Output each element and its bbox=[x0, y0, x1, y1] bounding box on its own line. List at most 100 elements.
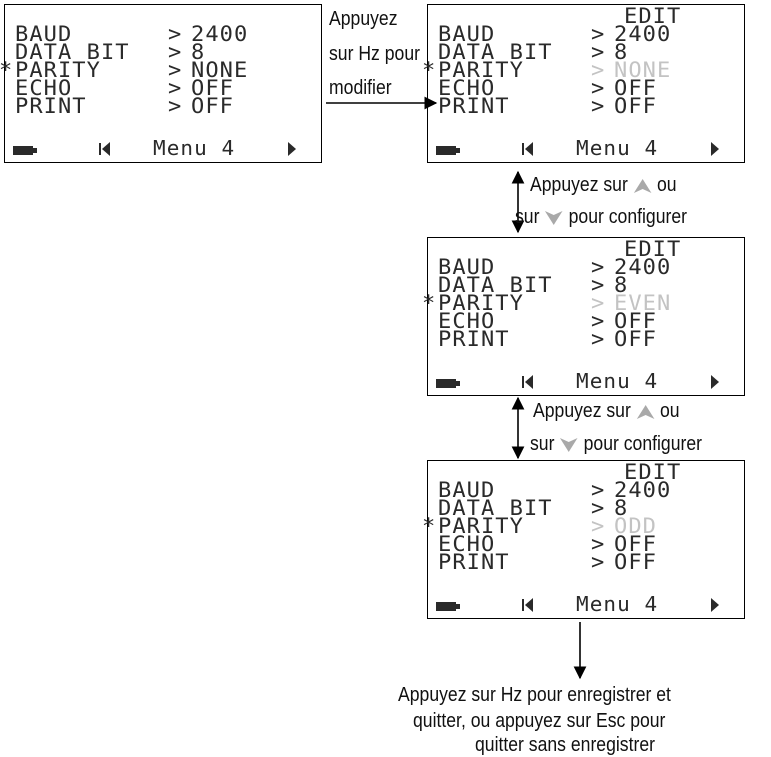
caption-final-2: quitter, ou appuyez sur Esc pour bbox=[413, 710, 666, 732]
row-parity-label: PARITY bbox=[15, 58, 101, 82]
row-databit-label: DATA BIT bbox=[15, 40, 130, 64]
row-arrow: > bbox=[168, 40, 183, 64]
row-parity-value: NONE bbox=[614, 58, 672, 82]
row-baud-label: BAUD bbox=[438, 255, 496, 279]
caption-press-hz-1: Appuyez bbox=[329, 8, 398, 30]
row-databit-label: DATA BIT bbox=[438, 40, 553, 64]
row-print-value: OFF bbox=[191, 94, 234, 118]
menu-footer: Menu 4 bbox=[576, 136, 659, 160]
row-baud-value: 2400 bbox=[614, 255, 672, 279]
caption-text: ou bbox=[659, 400, 680, 422]
row-databit-value: 8 bbox=[614, 496, 629, 520]
row-echo-label: ECHO bbox=[15, 76, 73, 100]
caption-text: pour configurer bbox=[568, 206, 687, 228]
caption-press-hz-3: modifier bbox=[329, 77, 392, 99]
row-arrow: > bbox=[591, 532, 606, 556]
down-arrow-key-icon bbox=[545, 210, 563, 225]
row-parity-label: PARITY bbox=[438, 58, 524, 82]
row-arrow: > bbox=[168, 22, 183, 46]
row-arrow: > bbox=[591, 40, 606, 64]
row-databit-label: DATA BIT bbox=[438, 496, 553, 520]
left-bar bbox=[522, 143, 524, 155]
battery-icon bbox=[436, 602, 460, 611]
row-arrow: > bbox=[591, 309, 606, 333]
selected-marker: * bbox=[0, 58, 14, 82]
caption-configure-2: sur pour configurer bbox=[515, 206, 687, 229]
caption-configure-4: sur pour configurer bbox=[530, 433, 702, 456]
row-arrow: > bbox=[591, 327, 606, 351]
row-baud-label: BAUD bbox=[438, 478, 496, 502]
caption-configure-3: Appuyez sur ou bbox=[533, 400, 680, 423]
selected-marker: * bbox=[422, 291, 437, 315]
lcd-screen-edit-even: EDIT BAUD > 2400 DATA BIT > 8 * PARITY >… bbox=[422, 237, 745, 396]
left-triangle-icon bbox=[525, 375, 533, 389]
row-arrow: > bbox=[591, 76, 606, 100]
row-baud-value: 2400 bbox=[191, 22, 249, 46]
row-echo-value: OFF bbox=[614, 309, 657, 333]
row-print-label: PRINT bbox=[438, 327, 510, 351]
menu-footer: Menu 4 bbox=[576, 592, 659, 616]
left-triangle-icon bbox=[102, 142, 110, 156]
row-echo-value: OFF bbox=[614, 76, 657, 100]
row-print-label: PRINT bbox=[438, 94, 510, 118]
row-databit-value: 8 bbox=[191, 40, 206, 64]
lcd-screen-edit-odd: EDIT BAUD > 2400 DATA BIT > 8 * PARITY >… bbox=[422, 460, 745, 619]
right-triangle-icon bbox=[288, 142, 296, 156]
menu-footer: Menu 4 bbox=[576, 369, 659, 393]
row-databit-label: DATA BIT bbox=[438, 273, 553, 297]
row-echo-value: OFF bbox=[191, 76, 234, 100]
row-arrow: > bbox=[591, 255, 606, 279]
lcd-screen-initial: BAUD > 2400 DATA BIT > 8 * PARITY > NONE… bbox=[0, 4, 322, 163]
edit-label: EDIT bbox=[624, 237, 682, 261]
edit-label: EDIT bbox=[624, 460, 682, 484]
left-triangle-icon bbox=[525, 142, 533, 156]
row-parity-value: NONE bbox=[191, 58, 249, 82]
row-arrow: > bbox=[591, 550, 606, 574]
row-echo-label: ECHO bbox=[438, 532, 496, 556]
caption-final-3: quitter sans enregistrer bbox=[475, 734, 656, 756]
row-baud-label: BAUD bbox=[438, 22, 496, 46]
lcd-screen-edit-none: EDIT BAUD > 2400 DATA BIT > 8 * PARITY >… bbox=[422, 4, 745, 163]
up-arrow-key-icon bbox=[636, 404, 655, 419]
row-arrow: > bbox=[591, 514, 606, 538]
row-print-value: OFF bbox=[614, 327, 657, 351]
row-arrow: > bbox=[591, 94, 606, 118]
row-parity-label: PARITY bbox=[438, 291, 524, 315]
row-arrow: > bbox=[168, 58, 183, 82]
caption-text: ou bbox=[656, 174, 677, 196]
left-bar bbox=[522, 599, 524, 611]
row-arrow: > bbox=[591, 496, 606, 520]
row-baud-value: 2400 bbox=[614, 478, 672, 502]
row-baud-label: BAUD bbox=[15, 22, 73, 46]
row-arrow: > bbox=[591, 291, 606, 315]
menu-footer: Menu 4 bbox=[153, 136, 236, 160]
row-print-label: PRINT bbox=[438, 550, 510, 574]
right-triangle-icon bbox=[711, 375, 719, 389]
right-triangle-icon bbox=[711, 142, 719, 156]
row-arrow: > bbox=[591, 273, 606, 297]
selected-marker: * bbox=[422, 58, 437, 82]
row-print-value: OFF bbox=[614, 94, 657, 118]
row-arrow: > bbox=[168, 94, 183, 118]
caption-text: Appuyez sur bbox=[530, 174, 628, 196]
row-print-value: OFF bbox=[614, 550, 657, 574]
row-arrow: > bbox=[168, 76, 183, 100]
up-arrow-key-icon bbox=[633, 178, 652, 193]
left-bar bbox=[522, 376, 524, 388]
down-arrow-key-icon bbox=[560, 437, 578, 452]
edit-label: EDIT bbox=[624, 4, 682, 28]
row-baud-value: 2400 bbox=[614, 22, 672, 46]
row-arrow: > bbox=[591, 22, 606, 46]
selected-marker: * bbox=[422, 514, 437, 538]
caption-text: pour configurer bbox=[583, 433, 702, 455]
row-echo-label: ECHO bbox=[438, 76, 496, 100]
row-arrow: > bbox=[591, 58, 606, 82]
row-echo-value: OFF bbox=[614, 532, 657, 556]
left-bar bbox=[99, 143, 101, 155]
battery-icon bbox=[436, 379, 460, 388]
caption-final-1: Appuyez sur Hz pour enregistrer et bbox=[398, 684, 671, 706]
row-parity-value: EVEN bbox=[614, 291, 672, 315]
row-parity-value: ODD bbox=[614, 514, 657, 538]
caption-text: sur bbox=[530, 433, 555, 455]
battery-icon bbox=[13, 146, 37, 155]
